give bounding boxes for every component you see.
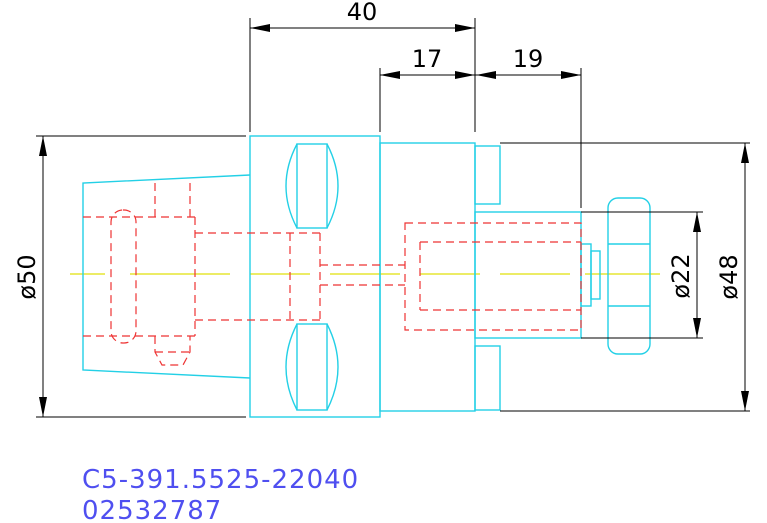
dimension-40: 40 bbox=[249, 0, 476, 132]
dimension-dia50: ø50 bbox=[13, 135, 246, 418]
taper-shank bbox=[82, 174, 251, 379]
upper-clamp-lens bbox=[285, 143, 339, 229]
dim-dia50-label: ø50 bbox=[13, 254, 41, 299]
hidden-slot bbox=[110, 209, 137, 344]
upper-key bbox=[474, 145, 501, 205]
dimension-17: 17 bbox=[379, 45, 475, 132]
part-code: C5-391.5525-22040 bbox=[82, 465, 359, 495]
dimension-19: 19 bbox=[475, 45, 582, 208]
part-outline bbox=[82, 135, 651, 418]
end-nut bbox=[607, 197, 651, 355]
dim-dia22-label: ø22 bbox=[667, 253, 695, 298]
coupling-body bbox=[379, 142, 476, 412]
dim-40-label: 40 bbox=[347, 0, 378, 26]
lower-clamp-lens bbox=[285, 323, 339, 411]
spigot bbox=[474, 211, 582, 339]
dim-dia48-label: ø48 bbox=[715, 254, 743, 299]
dim-19-label: 19 bbox=[513, 45, 544, 73]
hidden-drill-point bbox=[154, 336, 191, 366]
dimension-dia48: ø48 bbox=[500, 142, 750, 412]
hidden-lines bbox=[83, 183, 582, 366]
part-number: 02532787 bbox=[82, 496, 222, 523]
neck bbox=[580, 243, 592, 307]
dimension-dia22: ø22 bbox=[581, 211, 703, 339]
lower-key bbox=[474, 345, 501, 411]
flange-body bbox=[249, 135, 381, 418]
dim-17-label: 17 bbox=[412, 45, 443, 73]
hidden-right-bore bbox=[404, 222, 582, 331]
